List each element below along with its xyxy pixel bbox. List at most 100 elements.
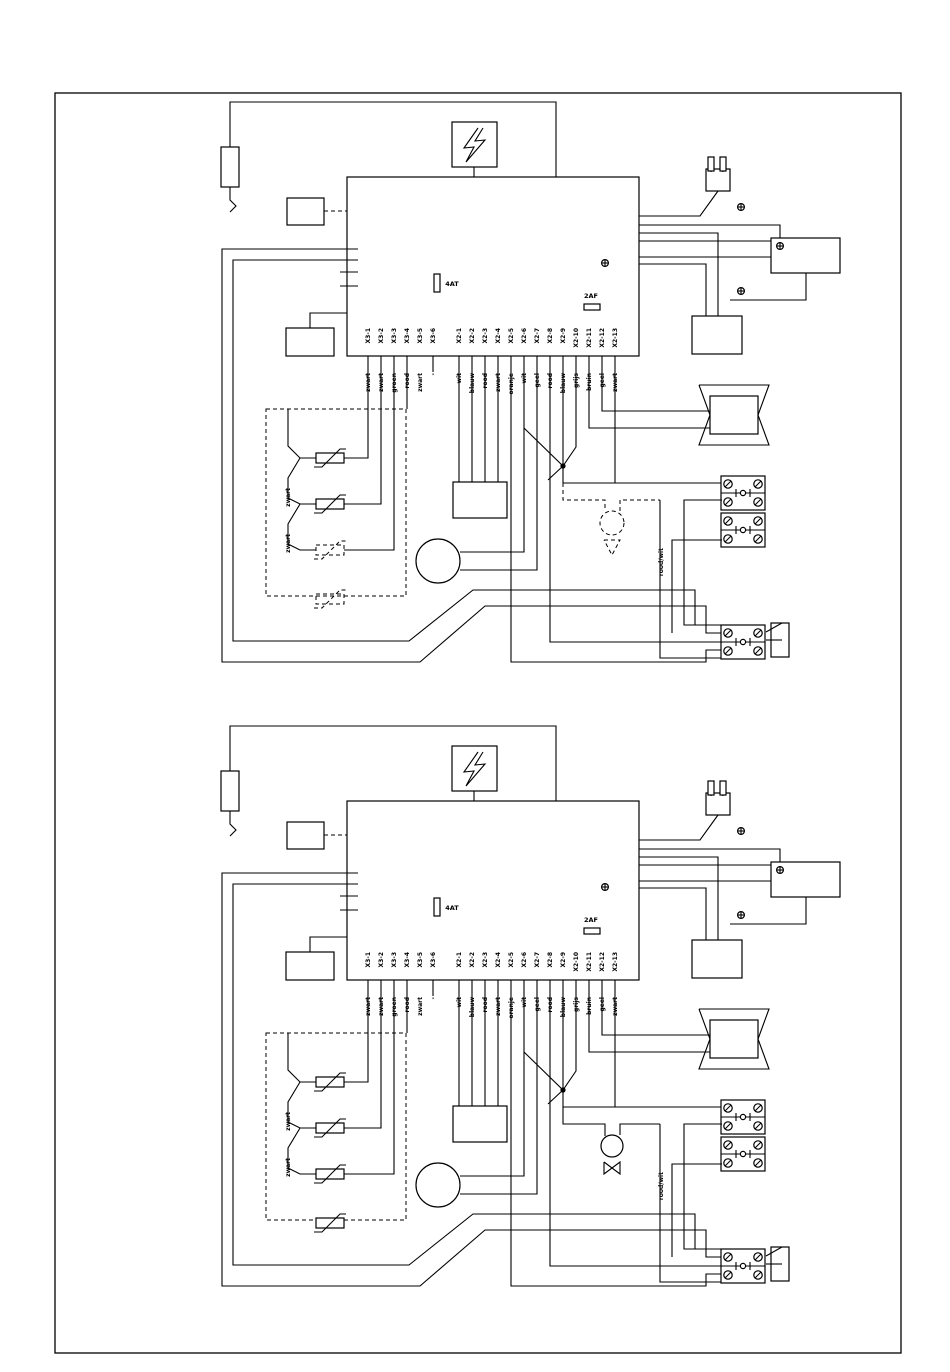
fuse-main-label: 4AT (445, 904, 459, 912)
fuse-main-icon (433, 273, 441, 293)
sensor-slash (314, 1164, 346, 1184)
plug-pin-body (719, 156, 727, 172)
terminal-label-x2: X2-9 (560, 952, 567, 967)
ground-symbol (736, 910, 745, 919)
relay-wire (309, 936, 347, 952)
sensor-body (315, 1076, 345, 1088)
wire-x2-5 (510, 356, 722, 663)
ignition-unit (451, 745, 498, 792)
terminal-label-x2: X2-5 (508, 952, 515, 967)
ntc-sensor-4 (314, 1213, 346, 1233)
screw-slot (754, 1122, 762, 1130)
pump-wire (562, 1107, 606, 1136)
mains-wire (639, 848, 781, 862)
ignition-electrode (220, 770, 240, 812)
wire-x2-8 (549, 980, 722, 1267)
terminal-label-x2: X2-4 (495, 952, 502, 967)
sensor-slash (314, 494, 346, 514)
terminal-label-x3: X3-3 (391, 328, 398, 343)
gas-valve-box (452, 481, 508, 519)
screw-slot (724, 517, 732, 525)
terminal-jumper (683, 1123, 722, 1250)
terminal-label-x2: X2-3 (482, 952, 489, 967)
sensor-loop (287, 1127, 316, 1175)
control-wire (730, 897, 807, 925)
transformer-core (709, 1019, 759, 1059)
terminal-label-x2: X2-9 (560, 328, 567, 343)
terminal-label-x3: X3-6 (430, 328, 437, 343)
wire-color-label: zwart (417, 997, 424, 1016)
sensor-group (265, 408, 407, 597)
loop-wire-outer (221, 248, 722, 663)
screw-slot (724, 1253, 732, 1261)
wire-red-white-label: rood/wit (658, 548, 665, 576)
terminal-label-x2: X2-11 (586, 952, 593, 972)
terminal-label-x3: X3-3 (391, 952, 398, 967)
sensor-loop (287, 1033, 316, 1083)
terminal-label-x2: X2-10 (573, 952, 580, 972)
plug-pin-body (707, 780, 715, 796)
plug-pin-body (719, 780, 727, 796)
electrode-tip (229, 187, 237, 213)
pump-wire (619, 1123, 660, 1135)
sensor-body (315, 498, 345, 510)
wire-x2-12 (601, 980, 710, 1036)
screw-slot (724, 647, 732, 655)
terminal-label-x2: X2-12 (599, 952, 606, 972)
terminal-block (720, 512, 766, 548)
sensor-group (265, 1032, 407, 1221)
fuse-small-label: 2AF (584, 916, 598, 924)
wire-x3-2 (344, 980, 382, 1129)
screw-slot (754, 647, 762, 655)
screw-slot (754, 1253, 762, 1261)
side-label: zwart (285, 1158, 292, 1177)
fan-motor (415, 538, 461, 584)
wire-x3-1 (344, 356, 369, 459)
screw-slot (754, 517, 762, 525)
terminal-label-x2: X2-6 (521, 328, 528, 343)
wire-red-white-label: rood/wit (658, 1172, 665, 1200)
screw-slot (754, 629, 762, 637)
flame-sensor-box (286, 821, 325, 850)
pump-wire (562, 483, 606, 511)
terminal-label-x3: X3-5 (417, 328, 424, 343)
terminal-link (739, 526, 747, 534)
wire-x2-7 (460, 980, 538, 1195)
terminal-label-x3: X3-1 (365, 328, 372, 343)
ntc-sensor-1 (314, 1072, 346, 1092)
electrode-tip (229, 811, 237, 837)
screw-slot (724, 1141, 732, 1149)
flame-sensor-box (286, 197, 325, 226)
sensor-loop (287, 457, 316, 505)
junction-wire (523, 980, 577, 1091)
sensor-loop (287, 409, 316, 459)
loop-wire-inner (232, 259, 696, 642)
gas-valve-box (452, 1105, 508, 1143)
lightning-icon (462, 127, 487, 163)
mains-plug (705, 168, 731, 192)
control-wire (639, 856, 719, 940)
fuse-small-icon (583, 303, 601, 311)
sensor-body (315, 544, 345, 556)
terminal-link (739, 489, 747, 497)
ignition-unit (451, 121, 498, 168)
wire-color-label: zwart (417, 373, 424, 392)
pump-relay-box (285, 327, 335, 357)
screw-slot (724, 1122, 732, 1130)
loop-wire-outer (221, 872, 722, 1287)
plug-pin-body (707, 156, 715, 172)
screw-slot (754, 535, 762, 543)
control-board (346, 176, 640, 357)
ground-symbol (775, 865, 784, 874)
wire-x3-3 (344, 356, 395, 551)
wire-x3-3 (344, 980, 395, 1175)
screw-slot (724, 629, 732, 637)
sensor-body (315, 1122, 345, 1134)
sensor-slash (314, 448, 346, 468)
terminal-label-x3: X3-2 (378, 952, 385, 967)
mains-plug (705, 792, 731, 816)
terminal-label-x2: X2-1 (456, 952, 463, 967)
